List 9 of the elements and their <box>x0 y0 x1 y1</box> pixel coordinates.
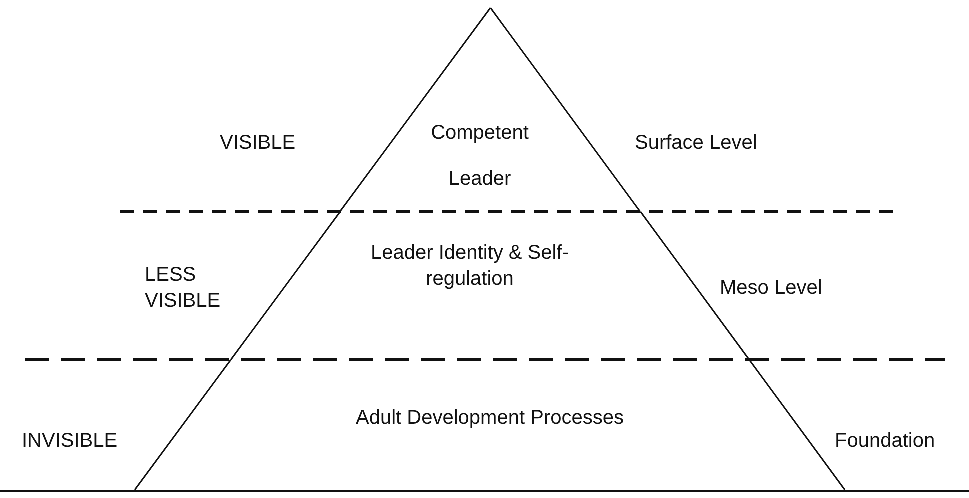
level-label: Meso Level <box>720 276 822 301</box>
visibility-label: LESS VISIBLE <box>145 263 222 314</box>
level-label: Foundation <box>835 429 936 454</box>
layer-label: Adult Development Processes <box>355 406 625 431</box>
layer-label: Leader Identity & Self-regulation <box>370 241 570 292</box>
layer-label: Competent Leader <box>430 121 530 192</box>
level-label: Surface Level <box>635 131 758 156</box>
visibility-label: INVISIBLE <box>22 429 118 454</box>
visibility-label: VISIBLE <box>220 131 296 156</box>
